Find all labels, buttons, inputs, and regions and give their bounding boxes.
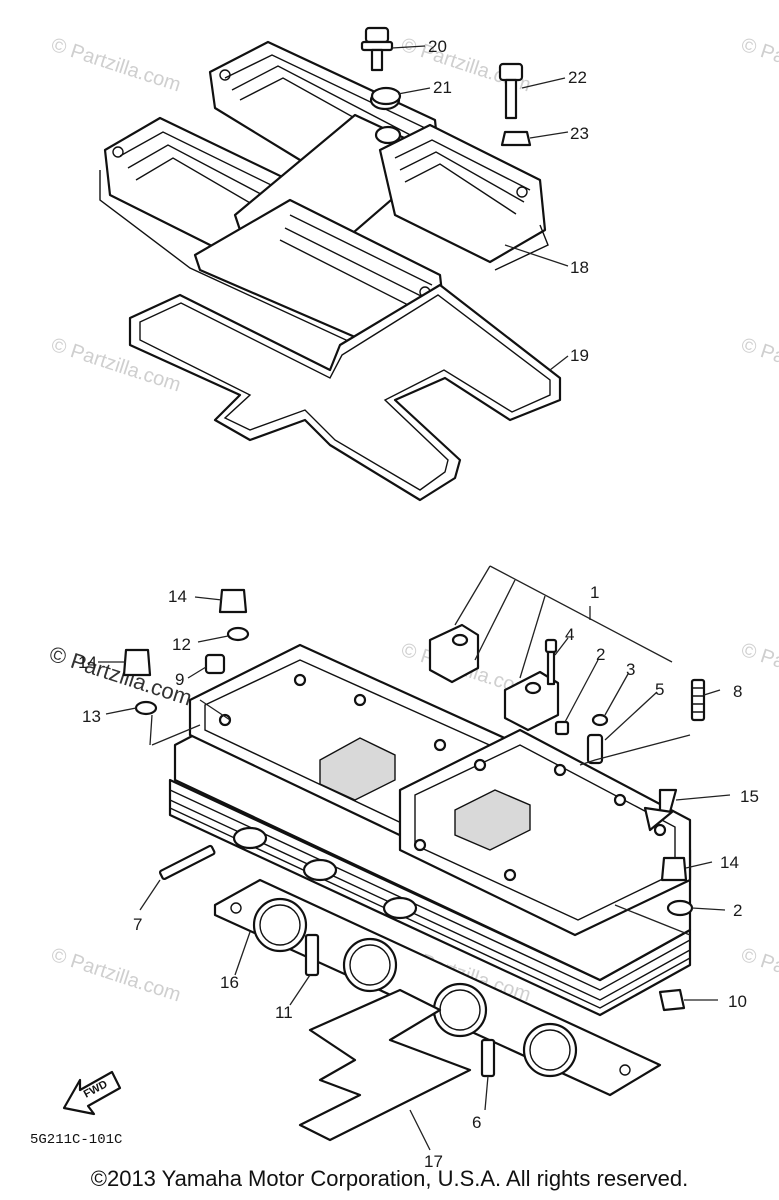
callout-3: 3 — [626, 660, 635, 679]
cap-nut-14-top[interactable] — [218, 588, 248, 614]
cap-9[interactable] — [204, 653, 226, 675]
callout-12: 12 — [172, 635, 191, 654]
washer-2[interactable] — [666, 899, 694, 917]
bolt-21[interactable] — [370, 86, 402, 106]
callout-11: 11 — [275, 1003, 293, 1022]
bolt-4[interactable] — [544, 638, 558, 686]
head-cover-gasket[interactable] — [128, 283, 562, 502]
callout-9: 9 — [175, 670, 184, 689]
plug-5[interactable] — [586, 733, 604, 765]
callout-23: 23 — [570, 124, 589, 143]
spark-plug-15[interactable] — [643, 788, 678, 832]
watermark: © Partzilla.com — [48, 944, 183, 1007]
callout-4: 4 — [565, 625, 574, 644]
cylinder-head-gasket[interactable] — [213, 878, 662, 1097]
callout-14a: 14 — [168, 587, 187, 606]
washer-13[interactable] — [134, 700, 158, 716]
bolt-22[interactable] — [498, 62, 524, 120]
callout-17: 17 — [424, 1152, 443, 1171]
camshaft-cap[interactable] — [428, 623, 560, 732]
cap-nut-14-left[interactable] — [122, 648, 152, 677]
callout-2b: 2 — [733, 901, 742, 920]
bolt-20[interactable] — [360, 26, 394, 72]
callout-6: 6 — [472, 1113, 481, 1132]
callout-18: 18 — [570, 258, 589, 277]
callout-20: 20 — [428, 37, 447, 56]
washer-12[interactable] — [226, 626, 250, 642]
dowel-pin-2[interactable] — [554, 720, 570, 736]
cylinder-head[interactable] — [168, 643, 692, 1017]
callout-19: 19 — [570, 346, 589, 365]
watermark: © Partzilla.com — [48, 34, 183, 97]
callout-5: 5 — [655, 680, 664, 699]
callout-7: 7 — [133, 915, 142, 934]
leader-lines — [98, 45, 731, 1151]
callout-14c: 14 — [720, 853, 739, 872]
callout-14b: 14 — [78, 653, 97, 672]
callout-21: 21 — [433, 78, 452, 97]
grommet-23[interactable] — [500, 130, 532, 147]
watermark: © Partzilla.com — [738, 334, 779, 397]
dowel-pin-11[interactable] — [304, 933, 320, 977]
callout-2a: 2 — [596, 645, 605, 664]
callout-10: 10 — [728, 992, 747, 1011]
diagram-code: 5G211C-101C — [30, 1132, 122, 1148]
callout-8: 8 — [733, 682, 742, 701]
forward-arrow-icon: FWD — [62, 1070, 122, 1116]
callout-1: 1 — [590, 583, 599, 602]
stud-bolt-7[interactable] — [158, 844, 216, 881]
nut-10[interactable] — [658, 988, 686, 1012]
o-ring-3[interactable] — [591, 713, 609, 727]
stud-bolt-8[interactable] — [690, 678, 706, 722]
watermark: © Partzilla.com — [738, 34, 779, 97]
callouts: 20 21 22 23 18 19 1 4 2 3 5 8 14 12 9 14… — [78, 37, 759, 1171]
watermark: © Partzilla.com — [738, 639, 779, 702]
dowel-pin-6[interactable] — [480, 1038, 496, 1078]
callout-15: 15 — [740, 787, 759, 806]
callout-16: 16 — [220, 973, 239, 992]
intake-gasket[interactable] — [298, 988, 472, 1142]
copyright-notice: ©2013 Yamaha Motor Corporation, U.S.A. A… — [90, 1166, 689, 1191]
callout-13: 13 — [82, 707, 101, 726]
cylinder-head-cover[interactable] — [99, 40, 549, 359]
cap-nut-14-right[interactable] — [660, 856, 688, 882]
callout-22: 22 — [568, 68, 587, 87]
